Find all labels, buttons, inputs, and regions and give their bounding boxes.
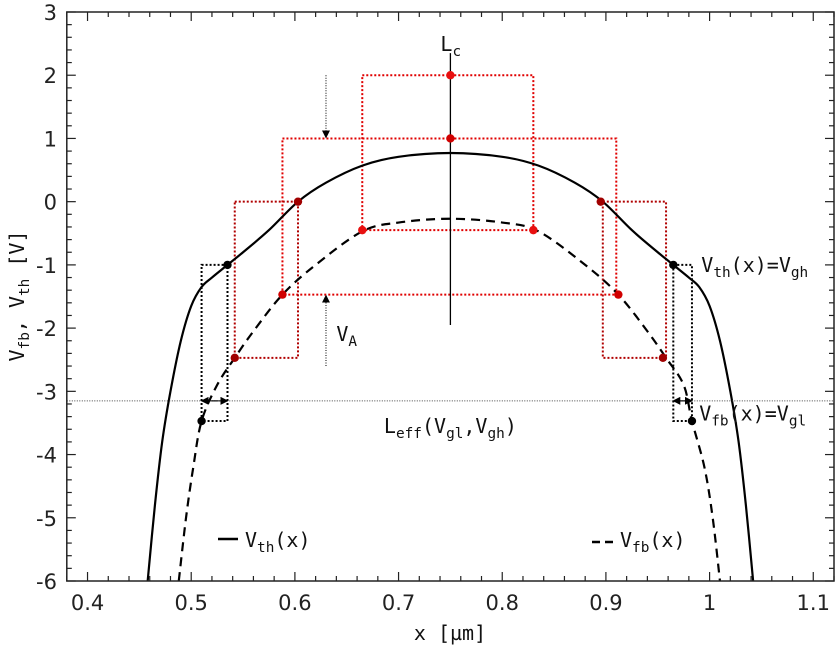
y-tick-label: -3	[36, 380, 57, 404]
va-label: VA	[336, 322, 357, 350]
text-segment: L	[384, 414, 396, 438]
data-point-marker	[223, 260, 232, 270]
y-tick-label: -6	[36, 570, 57, 594]
legend-vth-label: Vth(x)	[245, 528, 311, 556]
x-tick-label: 0.5	[175, 591, 208, 615]
x-tick-label: 0.4	[71, 591, 104, 615]
text-segment: V	[620, 528, 632, 552]
construction-boxes	[200, 74, 693, 423]
vth-equals-vgh-label: Vth(x)=Vgh	[701, 253, 808, 281]
annotations: LcVAVth(x)=VghVfb(x)=VglLeff(Vgl,Vgh)Vth…	[66, 32, 834, 556]
construction-box	[601, 200, 668, 359]
x-tick-label: 0.6	[278, 591, 311, 615]
text-segment: V	[245, 528, 257, 552]
text-segment: )	[505, 414, 517, 438]
axis-ticks: 0.4 0.5 0.6 0.7 0.8 0.9 1 1.1 3 2 1 0 -1 -2 -3 -4 -5 -6 x …	[5, 1, 835, 645]
subscript: gh	[487, 426, 504, 442]
subscript: fb	[632, 540, 649, 556]
construction-box	[281, 137, 618, 296]
x-tick-label: 0.7	[382, 591, 415, 615]
y-tick-label: -4	[36, 444, 57, 468]
vfb-curve	[177, 217, 722, 582]
text-segment: L	[440, 32, 452, 56]
data-point-marker	[614, 290, 623, 299]
data-point-marker	[197, 416, 206, 426]
y-tick-label: 0	[44, 191, 57, 215]
y-tick-label: -1	[36, 254, 57, 278]
construction-box	[200, 263, 229, 423]
data-point-marker	[596, 197, 605, 206]
y-axis-label: Vfb, Vth [V]	[5, 231, 33, 362]
text-segment: (x)	[649, 528, 685, 552]
subscript: A	[348, 334, 357, 350]
subscript: c	[452, 44, 461, 60]
subscript: gl	[789, 413, 806, 429]
y-tick-label: -2	[36, 317, 57, 341]
subscript: gl	[446, 426, 463, 442]
y-tick-label: 1	[44, 127, 57, 151]
y-tick-label: -5	[36, 507, 57, 531]
text-segment: [V]	[5, 231, 29, 279]
data-point-marker	[658, 353, 668, 363]
leff-label: Leff(Vgl,Vgh)	[384, 414, 517, 442]
data-point-marker	[446, 71, 455, 80]
text-segment: (x)=V	[731, 253, 791, 277]
lc-label: Lc	[440, 32, 461, 60]
construction-box	[672, 263, 693, 423]
x-axis-label: x [µm]	[414, 621, 486, 645]
construction-box	[233, 200, 299, 359]
data-point-marker	[529, 225, 538, 235]
text-segment: V	[699, 401, 711, 425]
plot-frame	[66, 11, 835, 582]
data-point-marker	[669, 260, 678, 270]
x-tick-label: 1.1	[797, 591, 830, 615]
subscript: gh	[791, 265, 808, 281]
data-point-marker	[687, 416, 697, 426]
text-segment: V	[701, 253, 713, 277]
data-point-marker	[358, 225, 367, 235]
text-segment: , V	[5, 296, 29, 332]
x-tick-label: 1	[703, 591, 716, 615]
subscript: fb	[17, 332, 33, 349]
legend-vfb-label: Vfb(x)	[620, 528, 686, 556]
subscript: th	[257, 540, 274, 556]
text-segment: x [µm]	[414, 621, 486, 645]
data-point-marker	[230, 353, 239, 363]
data-point-marker	[278, 290, 287, 299]
subscript: fb	[711, 413, 728, 429]
subscript: th	[17, 279, 33, 296]
y-tick-label: 2	[44, 64, 57, 88]
text-segment: V	[336, 322, 348, 346]
text-segment: (x)=V	[729, 401, 789, 425]
text-segment: (V	[422, 414, 446, 438]
vfb-equals-vgl-label: Vfb(x)=Vgl	[699, 401, 806, 429]
subscript: th	[713, 265, 730, 281]
text-segment: V	[5, 349, 29, 361]
y-tick-label: 3	[44, 1, 57, 25]
data-point-marker	[446, 134, 455, 143]
data-point-marker	[293, 197, 303, 206]
markers	[197, 71, 697, 426]
x-tick-label: 0.9	[589, 591, 622, 615]
text-segment: ,V	[463, 414, 487, 438]
text-segment: (x)	[274, 528, 310, 552]
subscript: eff	[396, 426, 422, 442]
x-tick-label: 0.8	[486, 591, 519, 615]
